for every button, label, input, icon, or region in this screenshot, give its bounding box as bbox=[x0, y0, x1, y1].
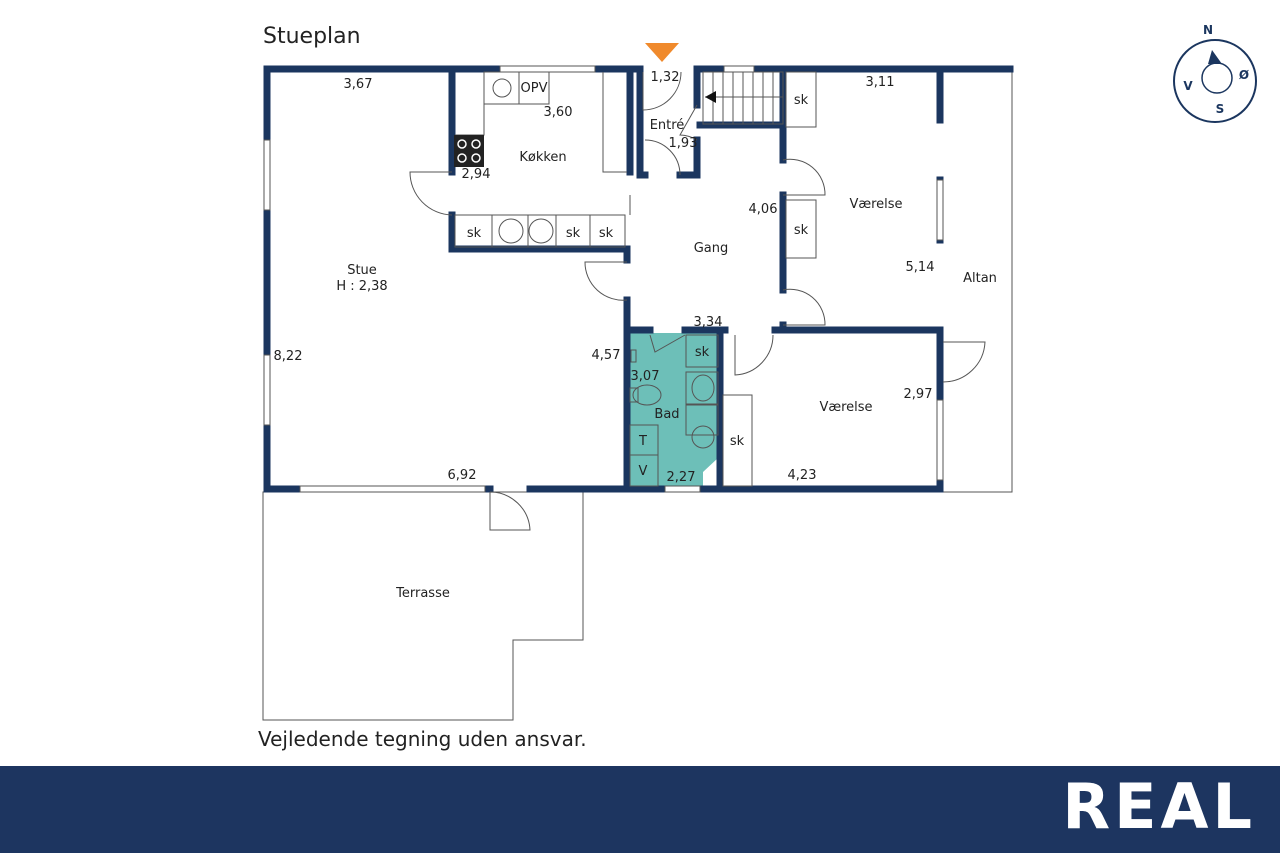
terrace-outline bbox=[262, 491, 584, 721]
dimension: 3,11 bbox=[866, 75, 895, 90]
dimension: 1,93 bbox=[669, 136, 698, 151]
plan-title: Stueplan bbox=[263, 24, 361, 49]
real-logo: REAL bbox=[1062, 770, 1256, 843]
room-bad: Bad bbox=[654, 407, 679, 422]
stove-icon bbox=[454, 135, 484, 167]
closet-label: sk bbox=[467, 226, 482, 241]
dimension: 2,97 bbox=[904, 387, 933, 402]
windows bbox=[263, 65, 944, 493]
dimension: 6,92 bbox=[448, 468, 477, 483]
closet-label: sk bbox=[599, 226, 614, 241]
dimension: 3,67 bbox=[344, 77, 373, 92]
closet-label: sk bbox=[730, 434, 745, 449]
compass-north: N bbox=[1203, 23, 1213, 37]
stair-arrow-icon bbox=[705, 91, 716, 103]
dimension: 2,94 bbox=[462, 167, 491, 182]
dryer-label: T bbox=[638, 434, 647, 449]
compass-south: S bbox=[1216, 102, 1225, 116]
entrance-arrow-icon bbox=[645, 43, 679, 62]
room-stue-height: H : 2,38 bbox=[336, 279, 387, 294]
compass-west: V bbox=[1183, 79, 1193, 93]
closet-label: sk bbox=[695, 345, 710, 360]
closet-label: sk bbox=[566, 226, 581, 241]
room-gang: Gang bbox=[694, 241, 729, 256]
dimension: 2,27 bbox=[667, 470, 696, 485]
footer-band bbox=[0, 766, 1280, 853]
closet-label: sk bbox=[794, 223, 809, 238]
room-stue: Stue bbox=[347, 263, 377, 278]
kitchen-fixtures bbox=[454, 71, 817, 487]
dishwasher-label: OPV bbox=[521, 81, 548, 96]
dimension: 4,23 bbox=[788, 468, 817, 483]
room-kokken: Køkken bbox=[519, 150, 566, 165]
dimension: 5,14 bbox=[906, 260, 935, 275]
dimension: 1,32 bbox=[651, 70, 680, 85]
room-vaerelse-2: Værelse bbox=[819, 400, 872, 415]
dimension: 3,60 bbox=[544, 105, 573, 120]
washer-label: V bbox=[639, 464, 648, 479]
compass-icon: N Ø S V bbox=[1173, 23, 1257, 123]
doors bbox=[409, 71, 986, 531]
disclaimer: Vejledende tegning uden ansvar. bbox=[258, 727, 587, 751]
dimension: 4,57 bbox=[592, 348, 621, 363]
compass-east: Ø bbox=[1239, 68, 1249, 82]
dimension: 3,07 bbox=[631, 369, 660, 384]
dimension: 4,06 bbox=[749, 202, 778, 217]
dimension: 3,34 bbox=[694, 315, 723, 330]
room-terrasse: Terrasse bbox=[395, 586, 450, 601]
room-altan: Altan bbox=[963, 271, 997, 286]
room-vaerelse-1: Værelse bbox=[849, 197, 902, 212]
room-entre: Entré bbox=[650, 118, 685, 133]
dimension: 8,22 bbox=[274, 349, 303, 364]
closet-label: sk bbox=[794, 93, 809, 108]
bathroom-floor bbox=[630, 333, 718, 486]
